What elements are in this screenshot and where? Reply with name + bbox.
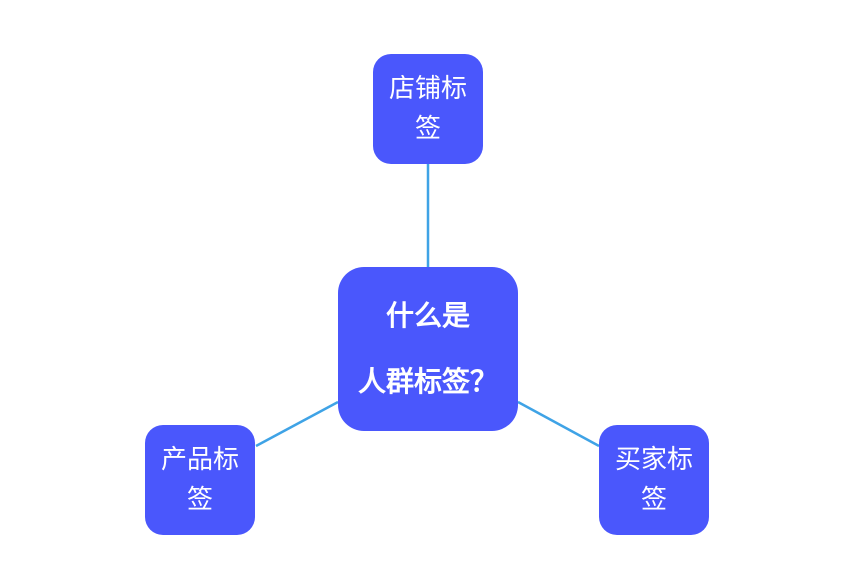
node-shop-tag-label: 店铺标签	[388, 74, 467, 144]
node-product-tag-label: 产品标签	[160, 445, 239, 515]
node-product-tag: 产品标签	[145, 425, 255, 535]
center-line-1: 什么是	[385, 299, 470, 332]
connector-left	[255, 400, 339, 448]
connector-right	[517, 400, 600, 448]
node-shop-tag: 店铺标签	[373, 54, 483, 164]
node-center-question: 什么是 人群标签？	[338, 267, 518, 431]
node-buyer-tag: 买家标签	[599, 425, 709, 535]
center-line-2: 人群标签？	[357, 365, 498, 398]
node-buyer-tag-label: 买家标签	[614, 445, 693, 515]
